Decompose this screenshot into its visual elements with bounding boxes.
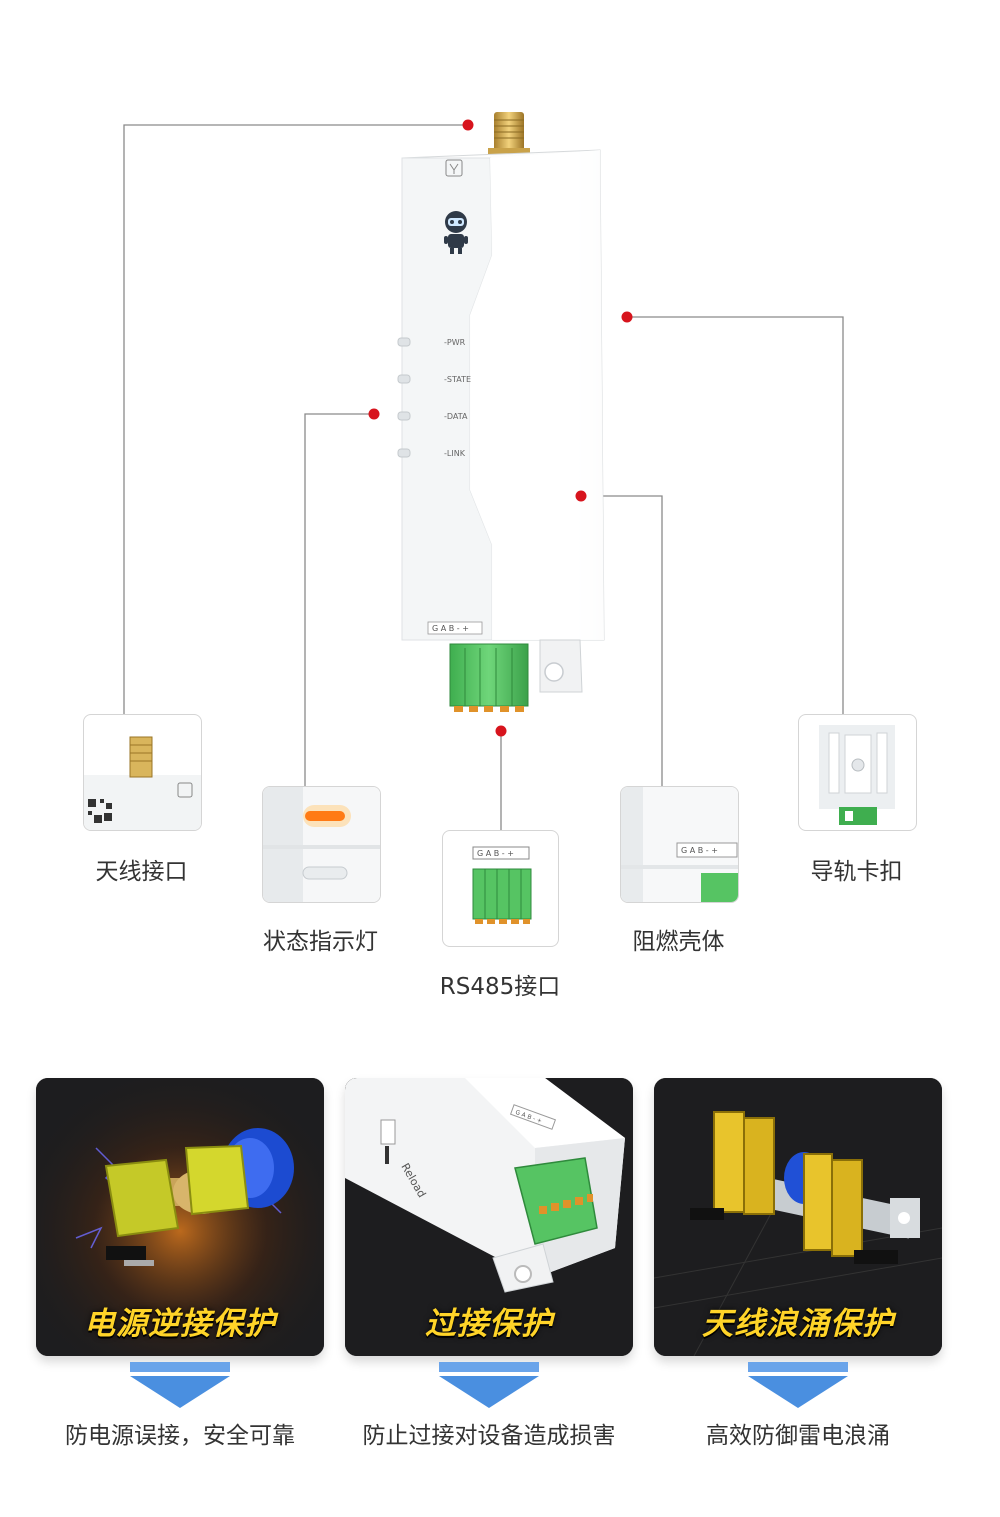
led-label-state: -STATE [444,375,471,384]
thumb-housing: G A B - + [620,786,739,903]
svg-text:G A B - +: G A B - + [477,849,514,858]
feature-desc-reverse-power: 防电源误接，安全可靠 [65,1423,295,1449]
led-label-data: -DATA [444,412,468,421]
thumb-status-led [262,786,381,903]
down-arrow-icon [748,1362,848,1408]
leader-antenna [123,124,468,714]
robot-logo-icon [444,211,468,254]
feature-panel-reverse-power: 电源逆接保护 [36,1078,324,1356]
feature-title-antenna-surge: 天线浪涌保护 [702,1306,894,1342]
leader-status-led [304,413,374,786]
modem-device: -PWR -STATE -DATA -LINK G A B - + [397,112,605,712]
leader-housing [581,495,663,786]
thumb-antenna [83,714,202,831]
down-arrow-icon [130,1362,230,1408]
feature-desc-overcurrent: 防止过接对设备造成损害 [362,1423,616,1449]
callout-diagram: -PWR -STATE -DATA -LINK G A B - + [123,112,844,830]
led-label-pwr: -PWR [444,338,466,347]
caption-antenna: 天线接口 [95,859,188,885]
dot-rail-clip [621,311,633,323]
terminal-label: G A B - + [432,624,469,633]
led-label-link: -LINK [444,449,466,458]
rs485-terminal-block [449,643,529,712]
feature-title-reverse-power: 电源逆接保护 [84,1306,276,1342]
leader-rail-clip [627,316,844,714]
dot-housing [575,490,587,502]
svg-text:G A B - +: G A B - + [681,846,718,855]
caption-housing: 阻燃壳体 [632,929,725,955]
feature-desc-antenna-surge: 高效防御雷电浪涌 [706,1423,890,1449]
dot-antenna [462,119,474,131]
dot-rs485 [495,725,507,737]
caption-status-led: 状态指示灯 [263,929,378,955]
caption-rs485: RS485接口 [439,974,561,1000]
caption-rail-clip: 导轨卡扣 [810,859,903,885]
feature-panel-overcurrent: Reload G A B - + 过接保护 [345,1078,633,1356]
down-arrow-icon [439,1362,539,1408]
thumb-rail-clip [798,714,917,831]
thumb-rs485: G A B - + [442,830,559,947]
dot-status-led [368,408,380,420]
feature-title-overcurrent: 过接保护 [425,1306,553,1342]
feature-panel-antenna-surge: 天线浪涌保护 [654,1078,942,1356]
